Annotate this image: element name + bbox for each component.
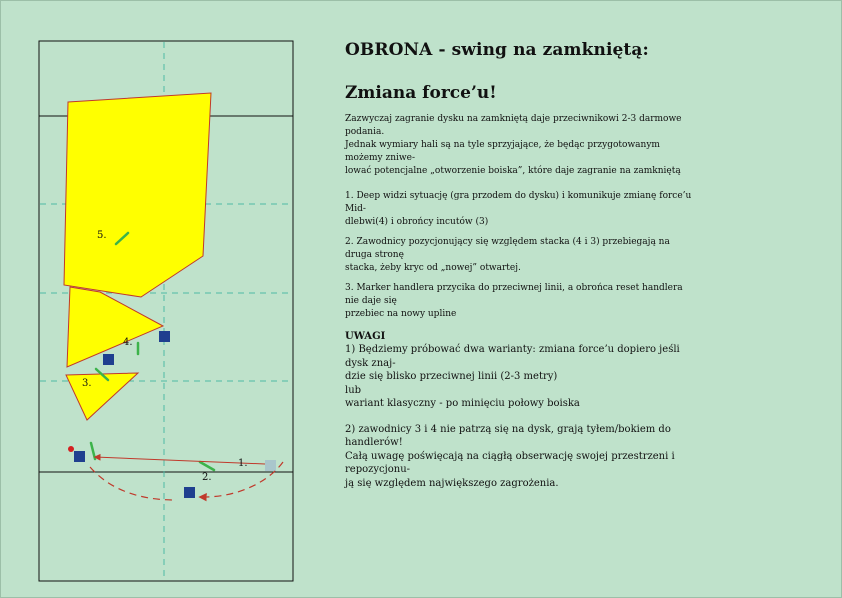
swing-path (198, 461, 284, 502)
zone-label-5: 5. (97, 230, 107, 241)
defender-mark-handler (89, 441, 97, 461)
page-title: OBRONA - swing na zamkniętą: (345, 40, 649, 60)
uwagi-point-2: 2) zawodnicy 3 i 4 nie patrzą się na dys… (345, 423, 675, 489)
pass-arrow (93, 453, 266, 465)
disc-holder (265, 460, 276, 471)
step-1: 1. Deep widzi sytuację (gra przodem do d… (345, 191, 692, 227)
zone-5 (63, 92, 212, 298)
disc-dot (68, 446, 74, 452)
uwagi-point-1: 1) Będziemy próbować dwa warianty: zmian… (345, 344, 680, 409)
field-outline (38, 40, 294, 582)
zone-label-4: 4. (123, 337, 133, 348)
defender-marks (89, 231, 216, 472)
page-subtitle: Zmiana force’u! (345, 83, 497, 103)
player-handler-left (74, 451, 85, 462)
player-label-2: 2. (202, 472, 212, 483)
zone-label-3: 3. (82, 378, 92, 389)
player-4 (159, 331, 170, 342)
player-label-1: 1. (238, 458, 248, 469)
player-3 (103, 354, 114, 365)
step-2: 2. Zawodnicy pozycjonujący się względem … (345, 237, 670, 273)
intro-paragraph: Zazwyczaj zagranie dysku na zamkniętą da… (345, 114, 682, 176)
defender-mark-5 (114, 231, 130, 246)
uwagi-heading: UWAGI (345, 331, 386, 342)
step-3: 3. Marker handlera przycika do przeciwne… (345, 283, 683, 319)
defender-mark-2 (198, 460, 216, 472)
zone-4 (66, 286, 165, 368)
zone-3 (65, 372, 140, 421)
player-2 (184, 487, 195, 498)
text-panel: OBRONA - swing na zamkniętą: Zmiana forc… (345, 40, 695, 490)
defender-mark-3 (94, 367, 110, 382)
